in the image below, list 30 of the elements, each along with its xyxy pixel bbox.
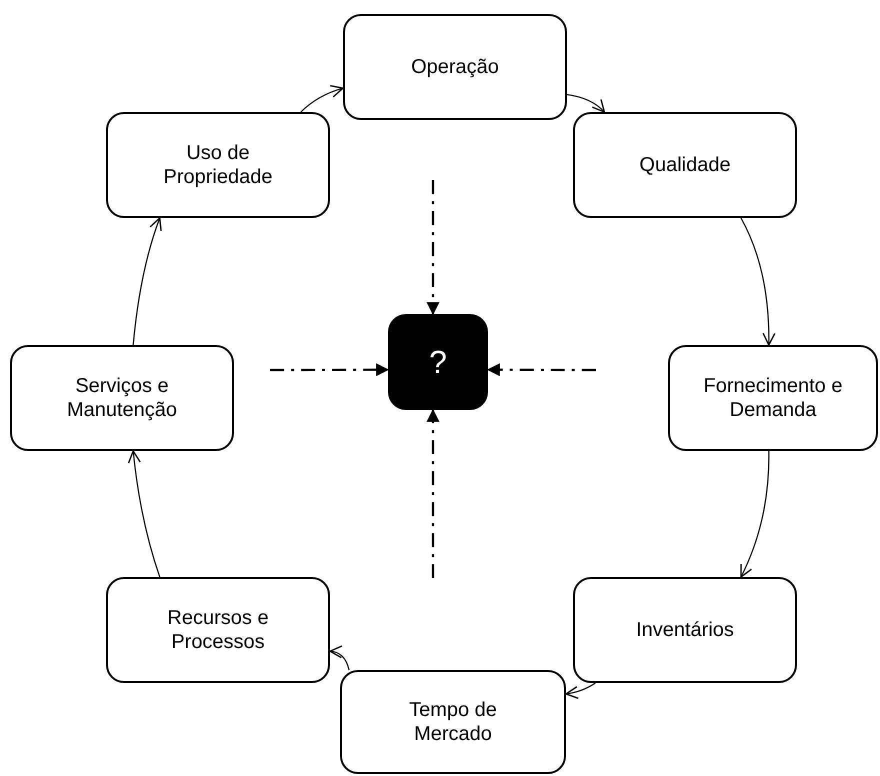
curved-arrow <box>128 450 160 578</box>
curved-arrow <box>132 217 162 346</box>
box-label: ? <box>429 342 447 382</box>
process-box <box>340 670 566 774</box>
box-label: Serviços e Manutenção <box>66 374 178 422</box>
curved-arrow <box>740 451 770 578</box>
process-box <box>573 112 797 218</box>
box-label: Fornecimento e Demanda <box>702 374 844 422</box>
box-label: Recursos e Processos <box>166 606 270 654</box>
process-box <box>10 345 234 451</box>
dash-dot-arrow <box>426 408 440 578</box>
box-label: Tempo de Mercado <box>408 698 498 746</box>
dash-dot-arrow <box>426 180 440 316</box>
curved-arrow <box>300 85 344 112</box>
box-label: Inventários <box>636 618 734 642</box>
curved-arrow <box>329 646 350 670</box>
question-box <box>388 314 488 410</box>
process-box <box>106 112 330 218</box>
box-label: Operação <box>411 55 499 79</box>
dash-dot-arrow <box>486 363 596 376</box>
process-box <box>668 345 878 451</box>
process-box <box>343 14 567 120</box>
curved-arrow <box>565 682 596 699</box>
curved-arrow <box>566 94 606 113</box>
box-label: Qualidade <box>639 153 731 177</box>
process-box <box>106 577 330 683</box>
process-box <box>573 577 797 683</box>
dash-dot-arrow <box>270 363 390 376</box>
box-label: Uso de Propriedade <box>162 141 274 189</box>
curved-arrow <box>740 218 776 346</box>
